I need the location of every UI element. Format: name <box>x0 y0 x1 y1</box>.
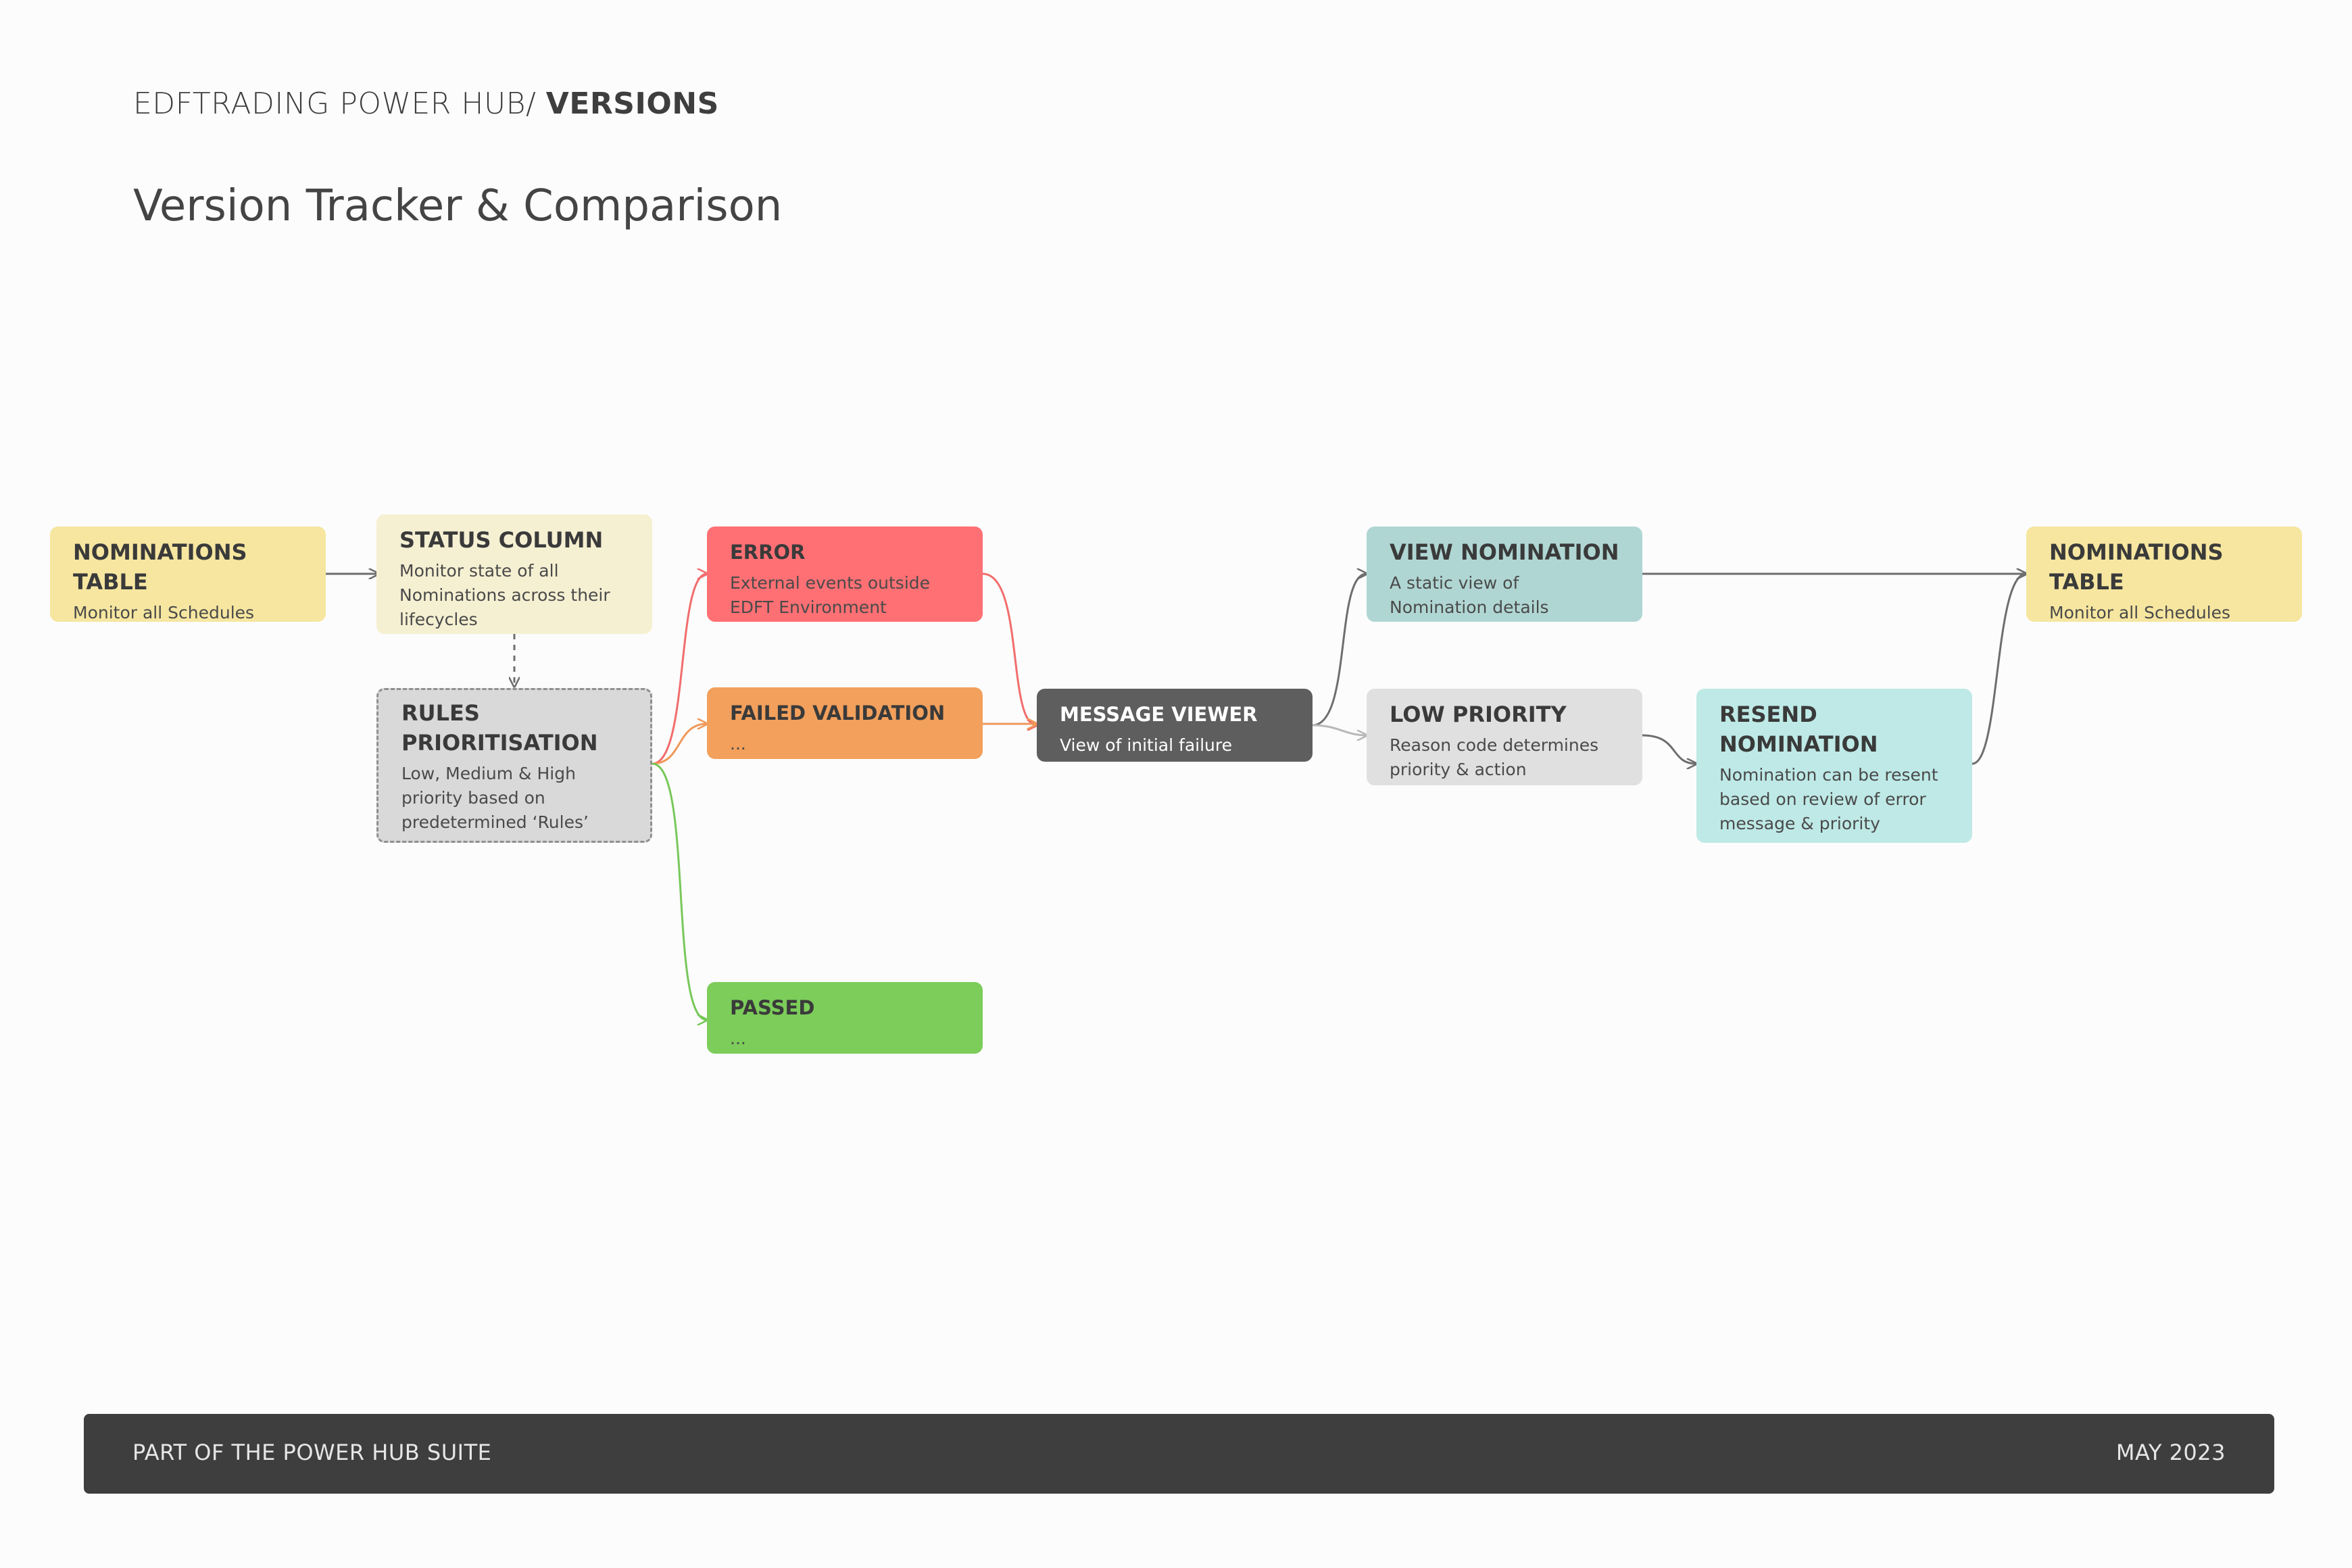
node-rules-prioritisation[interactable]: RULES PRIORITISATION Low, Medium & High … <box>376 688 652 843</box>
connector-rules-to-error <box>652 574 707 765</box>
node-status-column[interactable]: STATUS COLUMN Monitor state of all Nomin… <box>376 514 652 634</box>
connector-message-to-view <box>1312 574 1367 727</box>
node-description: A static view of Nomination details <box>1390 573 1549 617</box>
breadcrumb-current: VERSIONS <box>545 87 719 121</box>
node-title: NOMINATIONS TABLE <box>2049 539 2224 595</box>
node-title: MESSAGE VIEWER <box>1060 703 1258 726</box>
node-message-viewer[interactable]: MESSAGE VIEWER View of initial failure d… <box>1037 689 1313 762</box>
node-title: PASSED <box>730 996 815 1019</box>
node-description: Monitor all Schedules Nominations <box>2049 603 2231 622</box>
node-description: Monitor all Schedules Nominations <box>73 603 255 622</box>
node-title: RESEND NOMINATION <box>1719 702 1878 757</box>
connector-resend-to-nominations <box>1971 574 2026 765</box>
node-title: NOMINATIONS TABLE <box>73 539 247 595</box>
node-title: FAILED VALIDATION <box>730 702 946 725</box>
node-nominations-table-end[interactable]: NOMINATIONS TABLE Monitor all Schedules … <box>2026 526 2302 622</box>
node-nominations-table-start[interactable]: NOMINATIONS TABLE Monitor all Schedules … <box>50 526 326 622</box>
node-title: ERROR <box>730 541 806 564</box>
node-title: LOW PRIORITY <box>1390 702 1567 727</box>
connector-rules-to-passed <box>652 762 707 1020</box>
breadcrumb: EDFTRADING POWER HUB/ VERSIONS <box>133 87 719 121</box>
node-title: VIEW NOMINATION <box>1390 539 1619 565</box>
footer-suite-label: PART OF THE POWER HUB SUITE <box>132 1440 492 1465</box>
node-error[interactable]: ERROR External events outside EDFT Envir… <box>707 526 983 622</box>
breadcrumb-parent[interactable]: EDFTRADING POWER HUB/ <box>133 87 537 121</box>
node-title: RULES PRIORITISATION <box>401 700 598 756</box>
node-failed-validation[interactable]: FAILED VALIDATION ... <box>707 687 983 759</box>
footer-bar: PART OF THE POWER HUB SUITE MAY 2023 <box>84 1414 2274 1494</box>
connector-message-to-low <box>1312 724 1367 735</box>
node-low-priority[interactable]: LOW PRIORITY Reason code determines prio… <box>1367 689 1642 785</box>
node-description: External events outside EDFT Environment <box>730 573 931 617</box>
node-description: View of initial failure details <box>1060 735 1232 762</box>
node-description: Low, Medium & High priority based on pre… <box>401 764 589 832</box>
node-description: Nomination can be resent based on review… <box>1719 765 1938 833</box>
connector-error-to-message <box>982 572 1037 725</box>
connector-rules-to-failed <box>652 724 707 765</box>
node-description: Reason code determines priority & action <box>1390 735 1599 779</box>
node-view-nomination[interactable]: VIEW NOMINATION A static view of Nominat… <box>1367 526 1642 622</box>
node-description: ... <box>730 734 746 754</box>
node-description: Monitor state of all Nominations across … <box>399 561 610 629</box>
node-description: ... <box>730 1029 746 1048</box>
connector-low-to-resend <box>1642 734 1696 764</box>
node-title: STATUS COLUMN <box>399 527 604 553</box>
page-title: Version Tracker & Comparison <box>133 181 783 231</box>
node-resend-nomination[interactable]: RESEND NOMINATION Nomination can be rese… <box>1696 689 1972 843</box>
node-passed[interactable]: PASSED ... <box>707 982 983 1054</box>
footer-date: MAY 2023 <box>2115 1440 2226 1465</box>
